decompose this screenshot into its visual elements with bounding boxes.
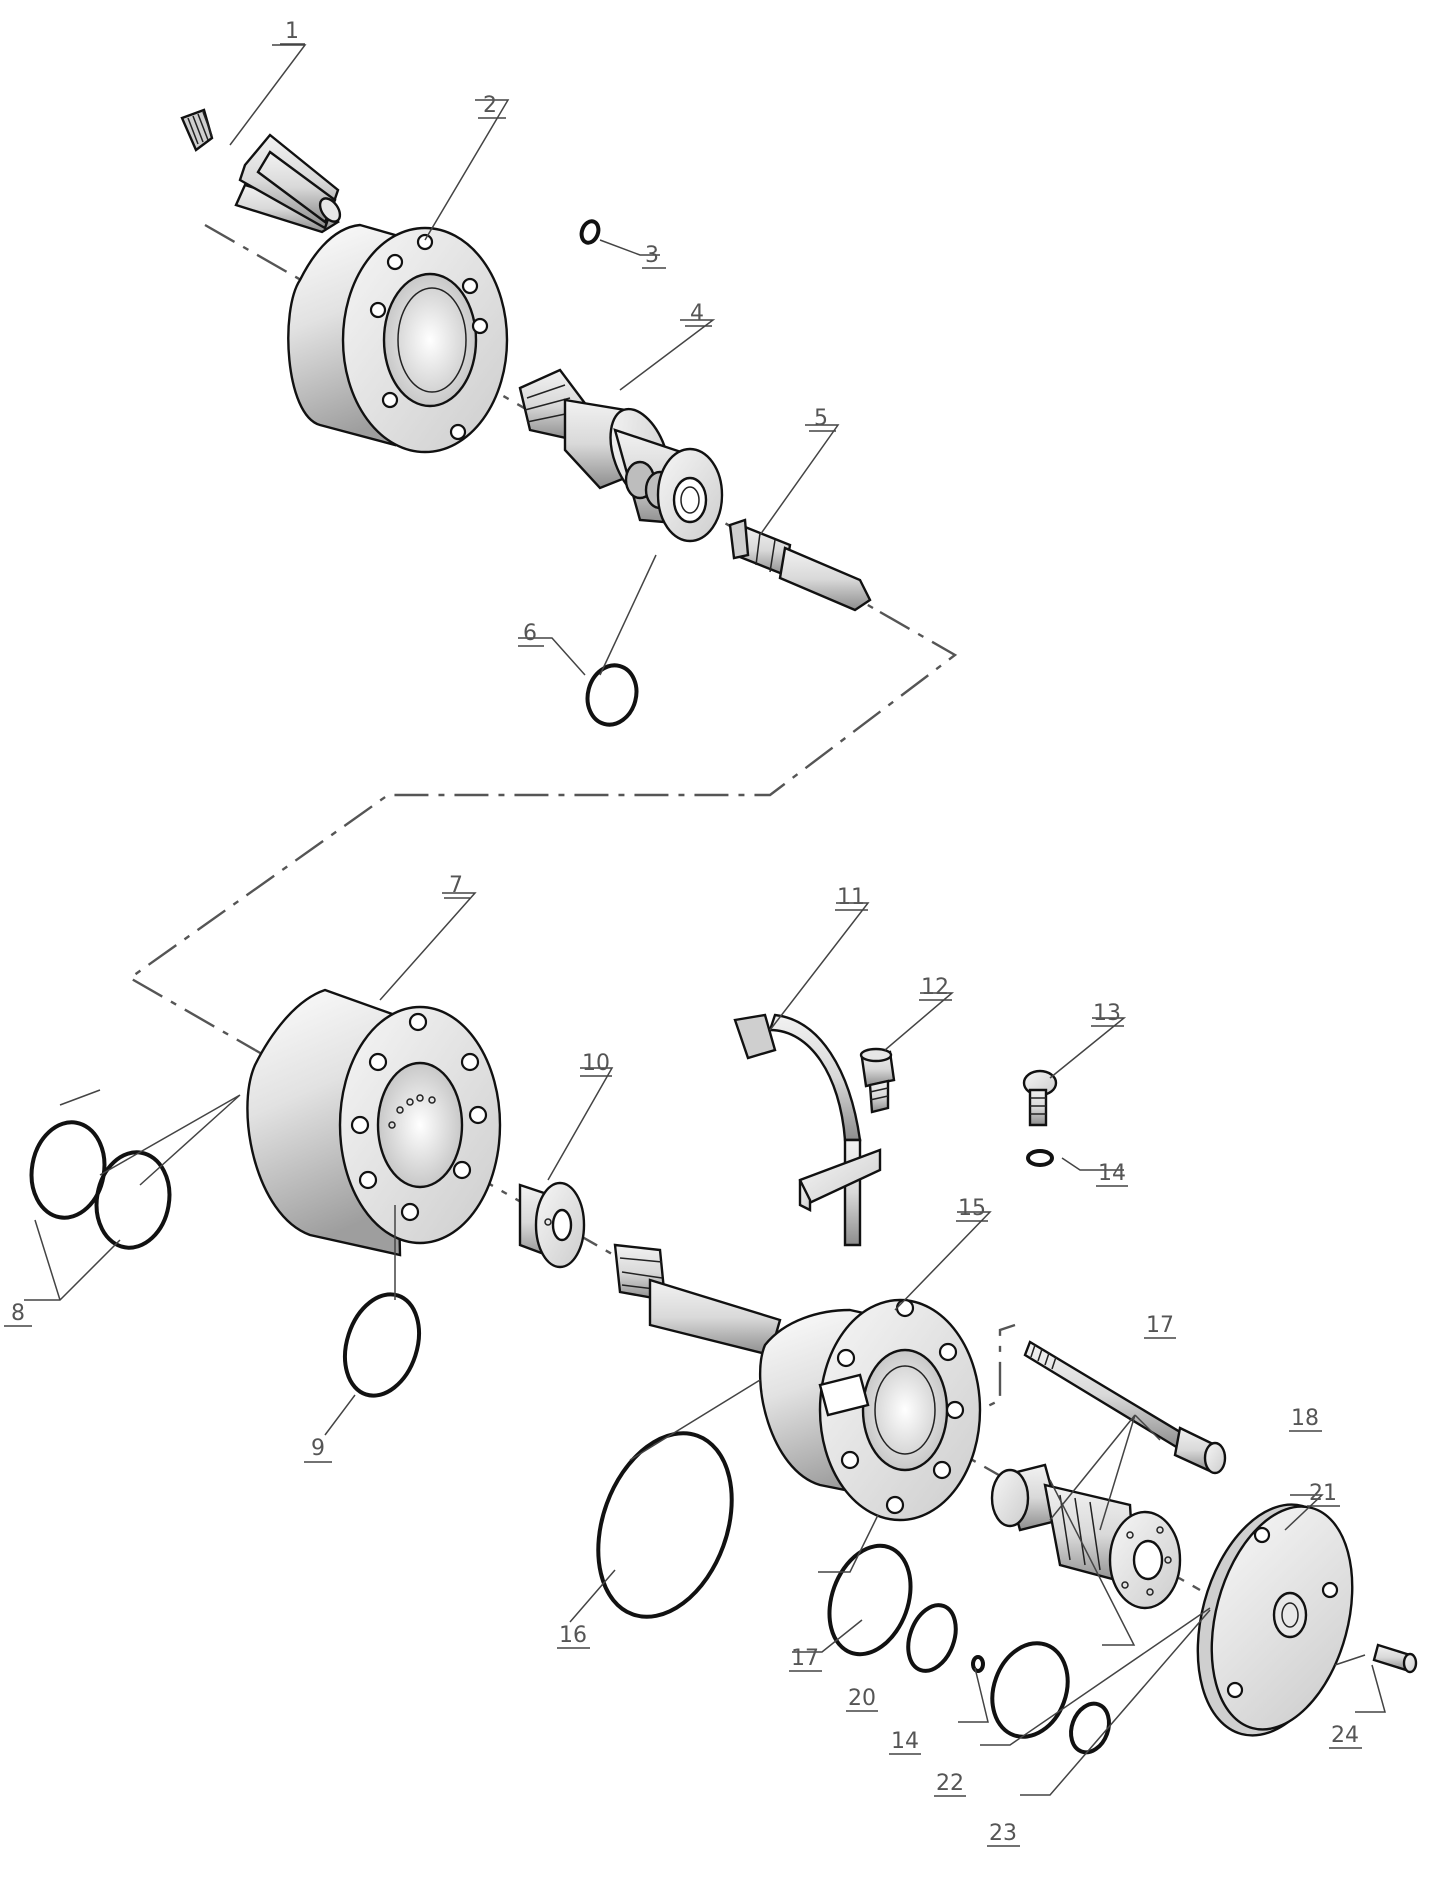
callout-24: 24: [1331, 1723, 1359, 1748]
part-5-nozzle: [728, 518, 872, 612]
part-21-cover-plate: [1196, 1503, 1354, 1737]
part-15-main-housing: [613, 1243, 982, 1522]
callout-17-oring: 17: [791, 1646, 819, 1671]
callout-23: 23: [989, 1821, 1017, 1846]
part-9-oring: [343, 1292, 421, 1398]
part-4-valve-body: [518, 368, 724, 543]
callout-12: 12: [921, 975, 949, 1000]
part-3-oring-small: [579, 219, 601, 245]
callout-2: 2: [483, 93, 497, 118]
part-17-oring: [827, 1543, 913, 1657]
callout-7: 7: [449, 873, 463, 898]
part-14-oring-top: [1026, 1149, 1054, 1167]
callout-21: 21: [1309, 1481, 1337, 1506]
callout-14-bottom: 14: [891, 1729, 919, 1754]
part-7-housing: [246, 988, 502, 1257]
part-12-screw: [859, 1047, 896, 1114]
part-2-housing: [287, 223, 509, 454]
part-18-valve-core: [990, 1463, 1182, 1610]
callout-5: 5: [814, 406, 828, 431]
part-1-fitting: [180, 108, 342, 234]
part-6-oring: [585, 663, 639, 727]
part-24-screw: [1372, 1643, 1418, 1674]
callout-13: 13: [1093, 1001, 1121, 1026]
callout-underlines: [4, 43, 1362, 1847]
axis-connector: [127, 610, 958, 1052]
callout-3: 3: [645, 243, 659, 268]
callout-8: 8: [11, 1301, 25, 1326]
callout-4: 4: [690, 301, 704, 326]
part-14-oring-bottom: [971, 1655, 985, 1673]
callout-1: 1: [285, 19, 299, 44]
center-axes: [127, 223, 1201, 1592]
callout-10: 10: [582, 1051, 610, 1076]
callout-22: 22: [936, 1771, 964, 1796]
part-22-oring: [990, 1641, 1070, 1739]
callout-20: 20: [848, 1686, 876, 1711]
callout-6: 6: [523, 621, 537, 646]
callout-9: 9: [311, 1436, 325, 1461]
callout-labels: 1 2 3 4 5 6 7 8 9 10 11 12 13 14 15 16 1…: [11, 19, 1359, 1846]
callout-15: 15: [958, 1196, 986, 1221]
part-16-oring-large: [596, 1431, 734, 1619]
part-8-orings: [29, 1120, 172, 1250]
part-13-screw: [1022, 1069, 1058, 1127]
leader-lines: [24, 44, 1386, 1796]
callout-11: 11: [837, 885, 865, 910]
part-20-oring: [906, 1603, 958, 1673]
callout-16: 16: [559, 1623, 587, 1648]
part-23-oring: [1069, 1701, 1111, 1755]
part-11-pipe: [733, 1013, 882, 1247]
part-10-bushing: [518, 1181, 586, 1269]
part-17-bolt: [1023, 1340, 1227, 1475]
callout-14-top: 14: [1098, 1161, 1126, 1186]
callout-17-bolt: 17: [1146, 1313, 1174, 1338]
callout-18: 18: [1291, 1406, 1319, 1431]
